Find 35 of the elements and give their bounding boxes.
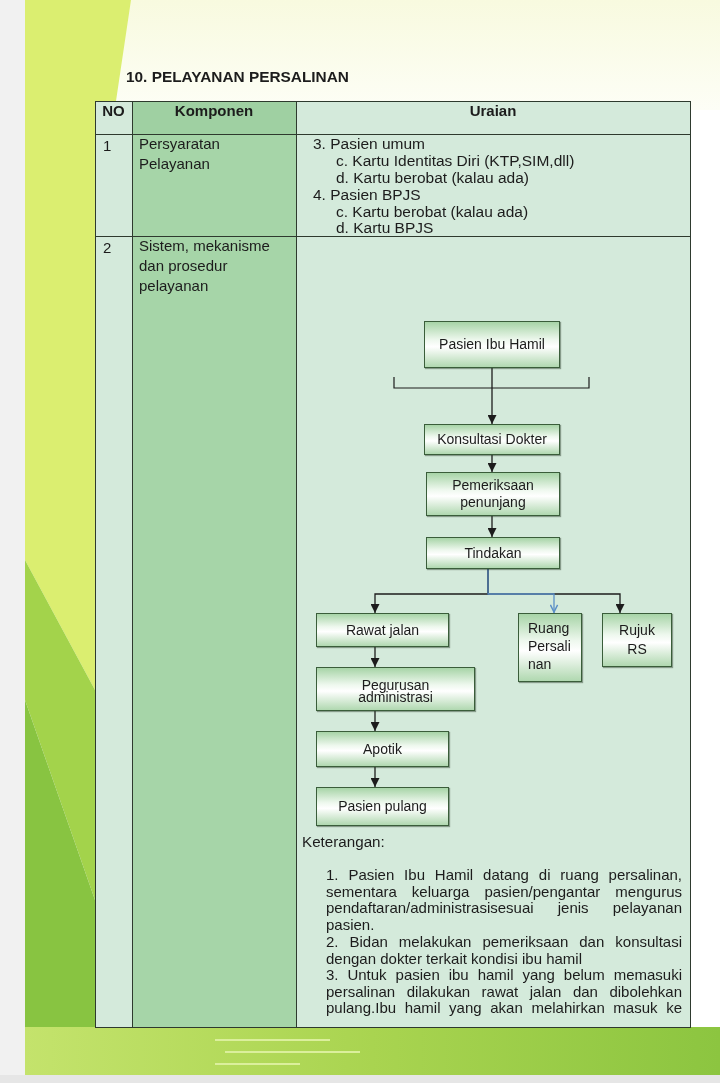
- notes-heading: Keterangan:: [302, 833, 385, 850]
- process-box: Pasien pulang: [316, 787, 449, 826]
- arrow: [487, 454, 497, 473]
- requirement-item: d. Kartu berobat (kalau ada): [336, 169, 529, 186]
- arrow: [370, 766, 380, 788]
- process-box: Tindakan: [426, 537, 560, 569]
- process-box: Pemeriksaan penunjang: [426, 472, 560, 516]
- arrow: [487, 367, 497, 425]
- process-box: Ruang Persali nan: [518, 613, 582, 682]
- arrow: [370, 646, 380, 668]
- arrow: [487, 515, 497, 538]
- column-header: Uraian: [469, 102, 517, 120]
- column-header: NO: [102, 102, 125, 120]
- column-header: Komponen: [174, 102, 254, 120]
- requirement-item: 3. Pasien umum: [313, 135, 425, 152]
- process-box: Pasien Ibu Hamil: [424, 321, 560, 368]
- requirement-item: c. Kartu berobat (kalau ada): [336, 203, 529, 220]
- process-box: Apotik: [316, 731, 449, 767]
- requirement-item: c. Kartu Identitas Diri (KTP,SIM,dll): [336, 152, 575, 169]
- note-text: 3. Untuk pasien ibu hamil yang belum memasuki persalinan dilakukan rawat jalan dan dibolehkan pulang.Ibu hamil yang akan melahirkan masuk ke: [326, 967, 682, 1017]
- note-text: 1. Pasien Ibu Hamil datang di ruang persalinan, sementara keluarga pasien/pengantar mengurus pendaftaran/administrasisesuai jenis pelayanan pasien.: [326, 867, 682, 933]
- requirement-item: 4. Pasien BPJS: [313, 186, 421, 203]
- process-box: Pegurusan administrasi: [316, 667, 475, 711]
- note-text: 2. Bidan melakukan pemeriksaan dan konsultasi dengan dokter terkait kondisi ibu hamil: [326, 934, 682, 967]
- process-box: Rujuk RS: [602, 613, 672, 667]
- process-box: Konsultasi Dokter: [424, 424, 560, 455]
- row-number: 2: [103, 238, 112, 257]
- section-title: 10. PELAYANAN PERSALINAN: [126, 68, 349, 86]
- row-number: 1: [103, 136, 112, 155]
- process-box: Rawat jalan: [316, 613, 449, 647]
- arrow: [487, 568, 559, 614]
- component-name: Sistem, mekanisme dan prosedur pelayanan: [139, 236, 271, 296]
- component-name: Persyaratan Pelayanan: [139, 134, 221, 174]
- arrow: [370, 710, 380, 732]
- requirement-item: d. Kartu BPJS: [336, 219, 434, 236]
